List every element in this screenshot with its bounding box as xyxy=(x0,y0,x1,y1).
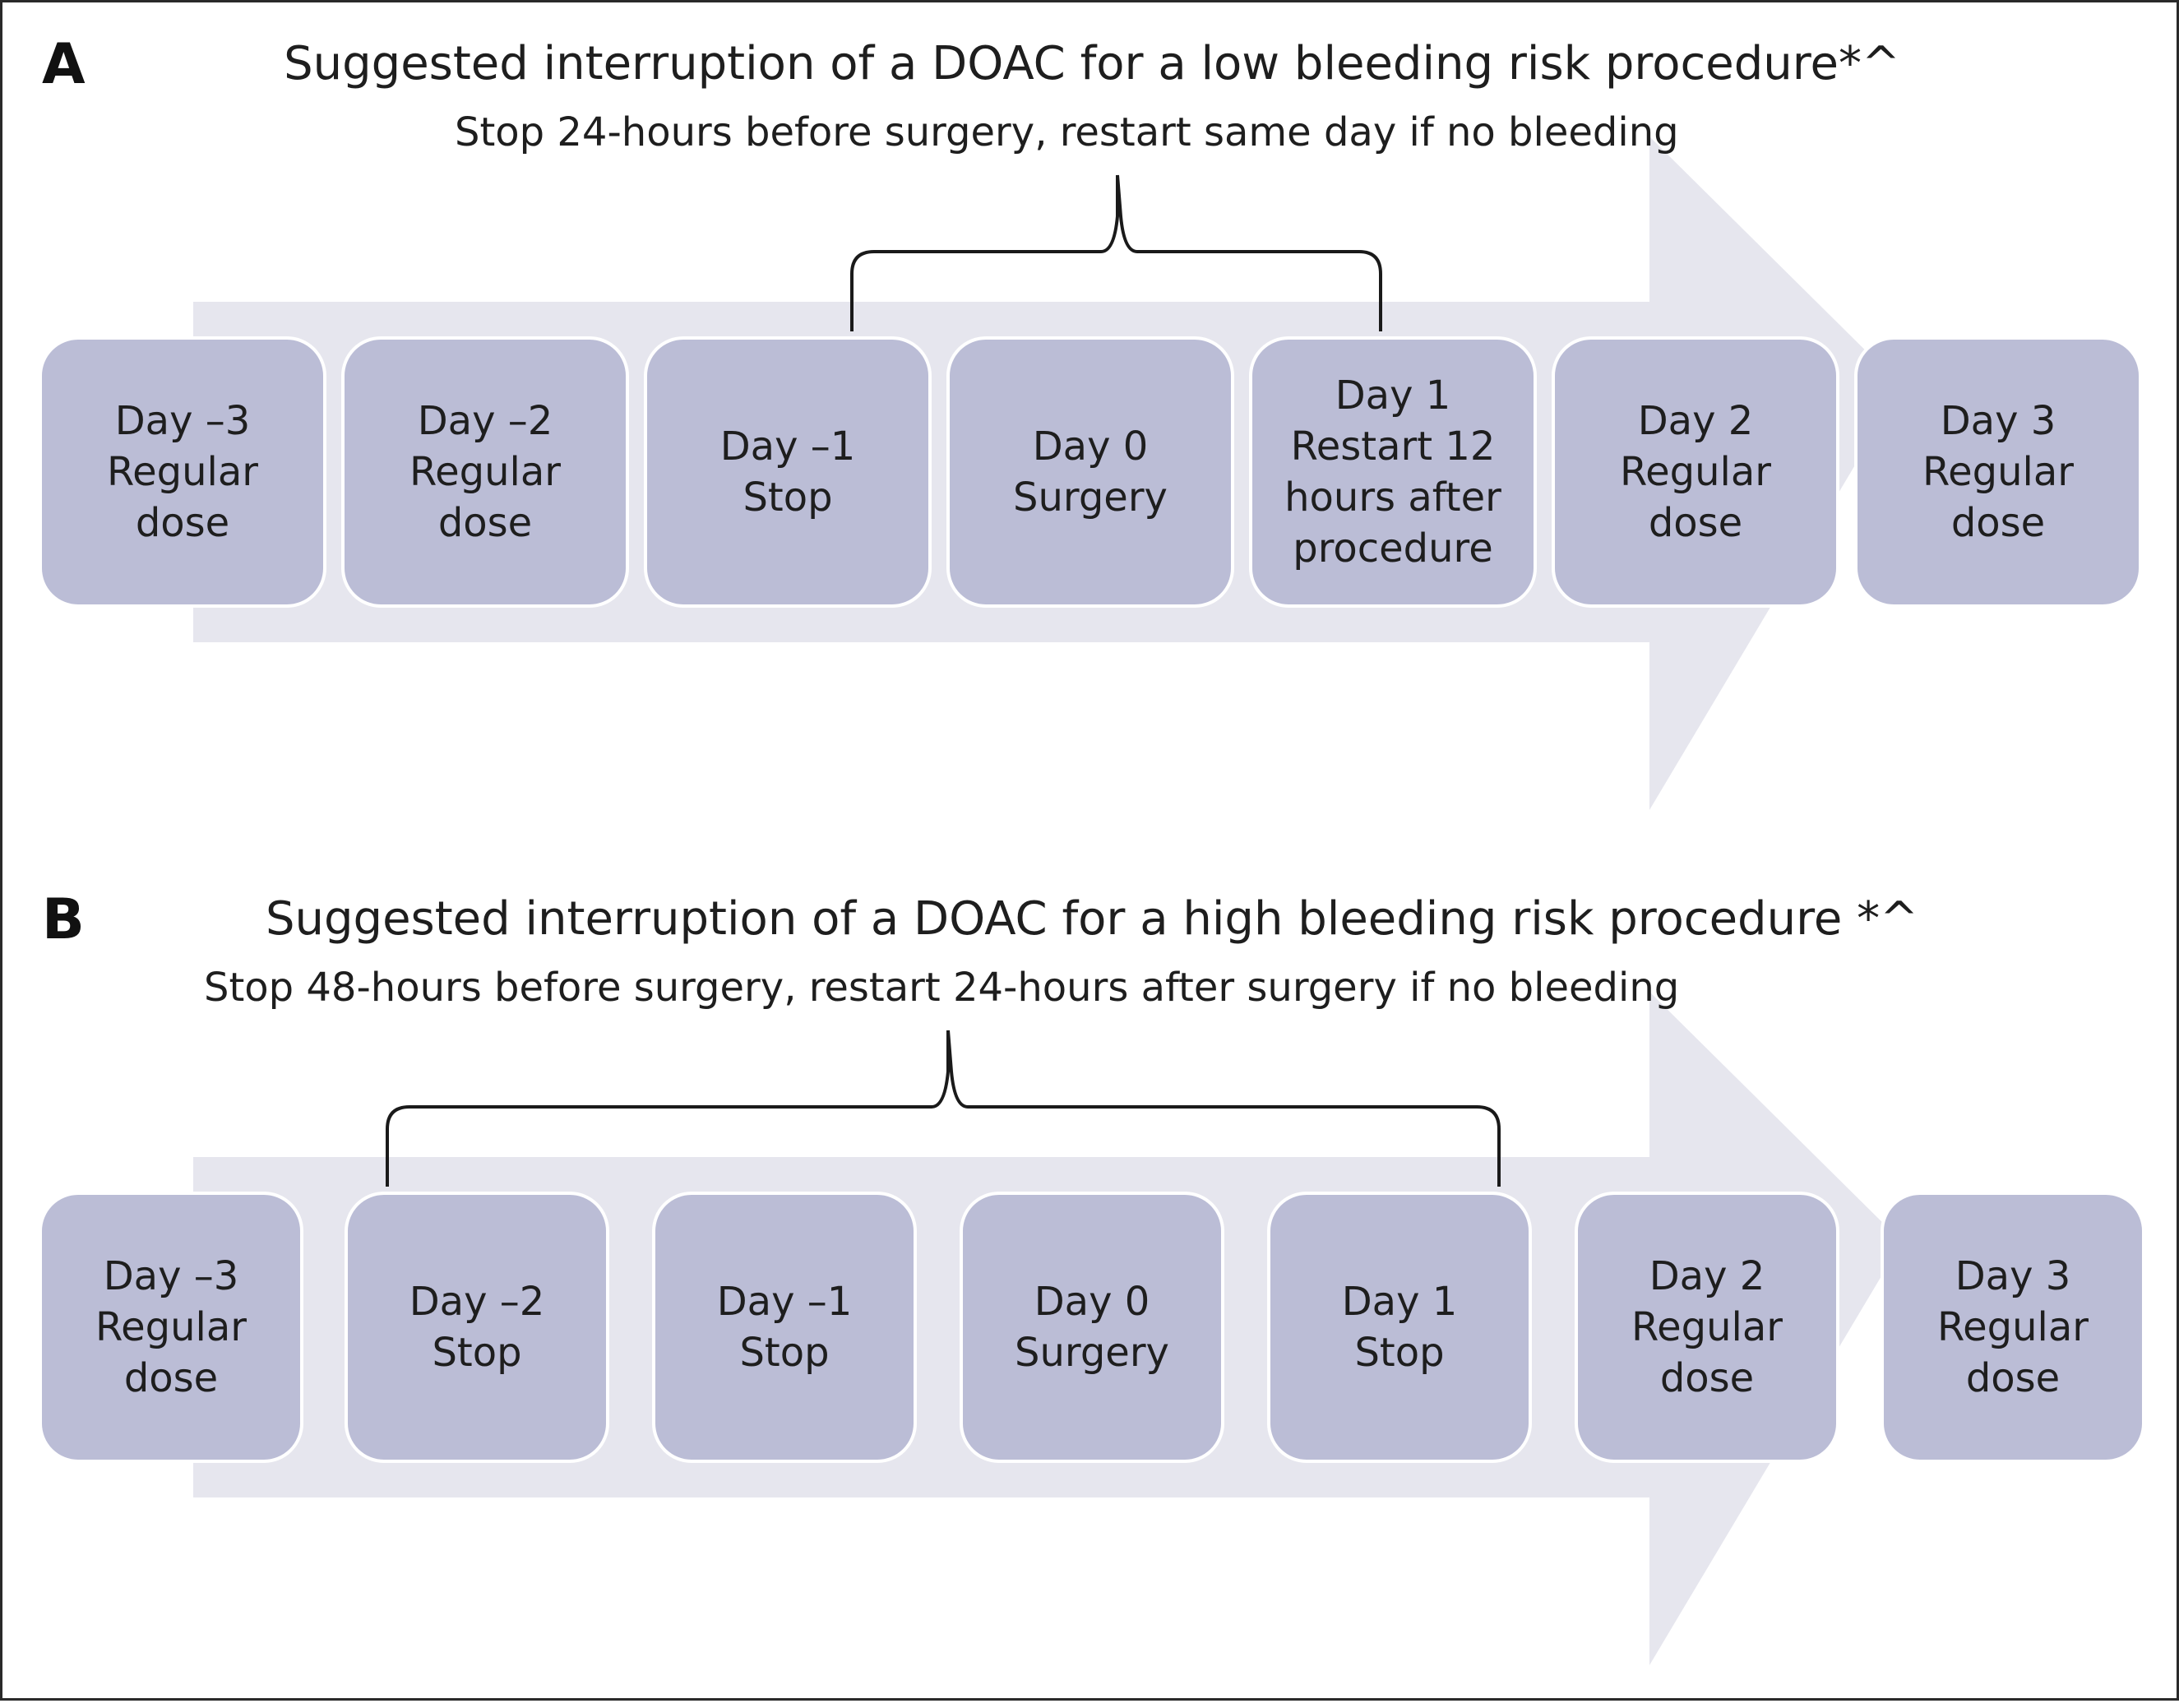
day-box-line: dose xyxy=(1659,1355,1755,1401)
day-box-line: Day –2 xyxy=(417,398,553,444)
day-box: Day 1 Restart 12 hours after procedure xyxy=(1249,336,1537,608)
day-box-line: Stop xyxy=(743,474,833,521)
day-box-line: Day –3 xyxy=(103,1253,239,1299)
day-box-line: dose xyxy=(135,500,230,546)
day-box-line: Day 2 xyxy=(1649,1253,1765,1299)
day-box: Day –3 Regular dose xyxy=(39,336,326,608)
day-box-line: Regular xyxy=(409,449,562,495)
day-box-line: dose xyxy=(437,500,533,546)
day-box: Day 3 Regular dose xyxy=(1881,1192,2145,1463)
day-box-line: Stop xyxy=(1354,1330,1445,1376)
day-box-line: dose xyxy=(1648,500,1743,546)
day-box: Day –2 Regular dose xyxy=(341,336,629,608)
day-box-line: Day 3 xyxy=(1940,398,2056,444)
panel-b: B Suggested interruption of a DOAC for a… xyxy=(2,858,2179,1708)
panel-a-subtitle: Stop 24-hours before surgery, restart sa… xyxy=(455,109,1679,155)
day-box: Day –2 Stop xyxy=(345,1192,609,1463)
brace-b xyxy=(386,1030,1501,1187)
panel-letter-a: A xyxy=(42,32,86,97)
day-box-line: Regular xyxy=(1619,449,1772,495)
day-box: Day 0 Surgery xyxy=(946,336,1234,608)
brace-a-path xyxy=(850,174,1382,331)
day-box-line: dose xyxy=(1950,500,2046,546)
day-box: Day –3 Regular dose xyxy=(39,1192,303,1463)
panel-b-subtitle: Stop 48-hours before surgery, restart 24… xyxy=(204,965,1680,1011)
day-box: Day 2 Regular dose xyxy=(1575,1192,1839,1463)
day-box-line: Regular xyxy=(1936,1304,2089,1350)
day-box: Day 2 Regular dose xyxy=(1552,336,1839,608)
day-box-line: Regular xyxy=(1631,1304,1783,1350)
panel-b-title: Suggested interruption of a DOAC for a h… xyxy=(265,892,1919,946)
day-box: Day –1 Stop xyxy=(644,336,932,608)
day-box-line: dose xyxy=(123,1355,219,1401)
day-box-line: Restart 12 xyxy=(1290,424,1496,470)
day-box-line: Day 2 xyxy=(1637,398,1754,444)
day-box-line: Day 0 xyxy=(1034,1279,1150,1325)
day-box-line: Regular xyxy=(106,449,259,495)
day-box-line: Stop xyxy=(432,1330,522,1376)
day-box-line: Day –2 xyxy=(409,1279,545,1325)
day-box-line: Day 0 xyxy=(1032,424,1149,470)
day-box-line: Day –1 xyxy=(716,1279,853,1325)
day-box: Day 0 Surgery xyxy=(960,1192,1224,1463)
day-box-line: Day 1 xyxy=(1335,373,1451,419)
panel-a: A Suggested interruption of a DOAC for a… xyxy=(2,2,2179,853)
day-box-line: Surgery xyxy=(1013,474,1168,521)
day-box-line: Day –3 xyxy=(114,398,251,444)
day-box: Day –1 Stop xyxy=(652,1192,917,1463)
day-box-line: procedure xyxy=(1293,525,1493,572)
day-box-line: dose xyxy=(1965,1355,2061,1401)
day-box: Day 3 Regular dose xyxy=(1854,336,2142,608)
day-box-line: Day –1 xyxy=(719,424,856,470)
panel-letter-b: B xyxy=(42,887,85,952)
day-box-line: Surgery xyxy=(1015,1330,1169,1376)
day-box-line: Stop xyxy=(739,1330,830,1376)
day-box-line: Day 3 xyxy=(1955,1253,2071,1299)
day-box-line: Regular xyxy=(95,1304,248,1350)
brace-b-path xyxy=(386,1030,1501,1187)
day-box-line: hours after xyxy=(1284,474,1501,521)
day-box-line: Regular xyxy=(1922,449,2075,495)
brace-a xyxy=(850,174,1382,331)
panel-a-title: Suggested interruption of a DOAC for a l… xyxy=(284,37,1900,90)
day-box: Day 1 Stop xyxy=(1267,1192,1532,1463)
day-box-line: Day 1 xyxy=(1341,1279,1458,1325)
